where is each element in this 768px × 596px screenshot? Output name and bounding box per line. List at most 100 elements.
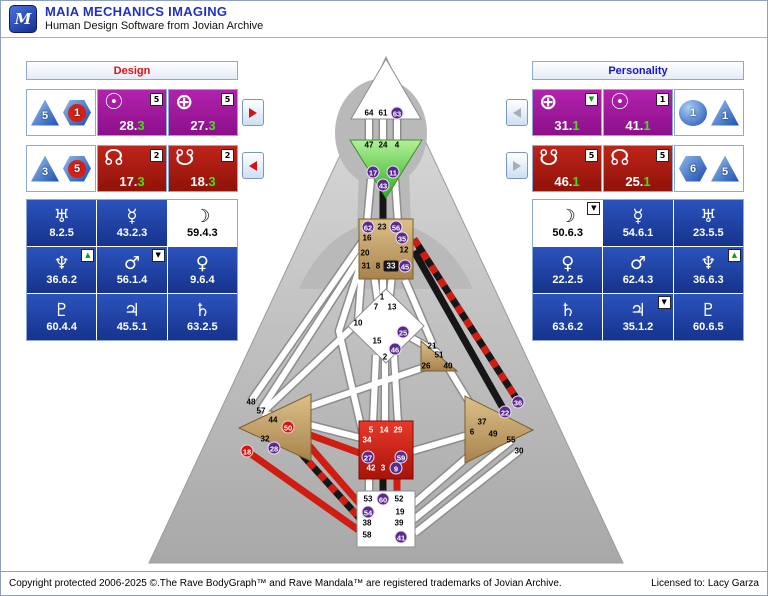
personality-north-node-cell: ☊ 5 25.1 (603, 145, 673, 192)
saturn-icon: ♄ (194, 300, 211, 321)
venus-activation-value: 9.6.4 (190, 274, 215, 286)
triangle-icon: 5 (31, 99, 59, 126)
design-profile-icon-box-2: 3 5 (26, 145, 96, 192)
design-step-forward-button[interactable] (242, 99, 264, 126)
neptune-icon: ♆ (53, 253, 70, 274)
neptune-icon: ♆ (700, 253, 717, 274)
sun-icon: ☉ (104, 90, 124, 115)
left-arrow-icon (513, 107, 521, 118)
south-node-icon: ☋ (539, 146, 559, 171)
triangle-icon-value: 1 (721, 110, 729, 122)
moon-icon: ☽ (194, 206, 211, 227)
fixing-badge: 2 (150, 149, 163, 162)
triangle-icon-value: 3 (41, 166, 49, 178)
personality-node-row: ☋ 5 46.1 ☊ 5 25.1 6 5 (532, 145, 744, 192)
channels-both (295, 237, 521, 525)
personality-step-forward-button[interactable] (506, 152, 528, 179)
planet-cell-jupiter: ♃45.5.1 (97, 294, 167, 340)
design-earth-value: 27.3 (190, 118, 216, 133)
channels-open (248, 97, 521, 536)
venus-activation-value: 22.2.5 (552, 274, 583, 286)
design-planet-grid: ♅8.2.5☿43.2.3☽59.4.3♆36.6.2▲♂56.1.4▼♀9.6… (26, 199, 238, 341)
hexagon-icon: 6 (679, 155, 707, 182)
personality-step-back-button[interactable] (506, 99, 528, 126)
fixing-badge: ▼ (151, 249, 165, 262)
planet-cell-pluto: ♇60.4.4 (27, 294, 97, 340)
personality-sun-cell: ☉ 1 41.1 (603, 89, 673, 136)
root-center (356, 490, 416, 548)
mars-icon: ♂ (123, 253, 141, 274)
head-center (350, 58, 422, 120)
jupiter-icon: ♃ (629, 300, 647, 321)
planet-cell-mars: ♂62.4.3 (603, 247, 673, 293)
ego-center (420, 339, 459, 372)
fixing-badge: ▼ (587, 202, 601, 215)
mars-icon: ♂ (629, 253, 647, 274)
app-header: M MAIA MECHANICS IMAGING Human Design So… (1, 1, 767, 38)
design-sun-cell: ☉ 5 28.3 (97, 89, 167, 136)
mars-activation-value: 62.4.3 (622, 274, 654, 286)
design-step-back-button[interactable] (242, 152, 264, 179)
planet-cell-neptune: ♆36.6.3▲ (673, 247, 743, 293)
planet-cell-uranus: ♅8.2.5 (27, 200, 97, 246)
venus-icon: ♀ (561, 253, 575, 274)
triangle-icon: 3 (31, 155, 59, 182)
planet-cell-saturn: ♄63.2.5 (167, 294, 237, 340)
jupiter-activation-value: 35.1.2 (622, 321, 654, 333)
hexagon-icon-value: 1 (73, 106, 81, 119)
planet-cell-moon: ☽59.4.3 (167, 200, 237, 246)
jupiter-activation-value: 45.5.1 (116, 321, 148, 333)
mercury-activation-value: 54.6.1 (622, 227, 654, 239)
planet-cell-neptune: ♆36.6.2▲ (27, 247, 97, 293)
design-node-row: 3 5 ☊ 2 17.3 ☋ 2 18.3 (26, 145, 238, 192)
design-north-node-cell: ☊ 2 17.3 (97, 145, 167, 192)
personality-sun-row: ⊕ ▼ 31.1 ☉ 1 41.1 1 1 (532, 89, 744, 136)
logo-letter: M (14, 10, 32, 28)
planet-cell-jupiter: ♃35.1.2▼ (603, 294, 673, 340)
uranus-activation-value: 23.5.5 (693, 227, 724, 239)
moon-activation-value: 59.4.3 (187, 227, 218, 239)
design-title: Design (113, 64, 151, 77)
copyright-text: Copyright protected 2006-2025 ©.The Rave… (9, 578, 562, 589)
triangle-icon-value: 5 (41, 110, 49, 122)
design-sun-value: 28.3 (119, 118, 145, 133)
planet-cell-mars: ♂56.1.4▼ (97, 247, 167, 293)
status-bar: Copyright protected 2006-2025 ©.The Rave… (1, 571, 767, 595)
planet-cell-moon: ☽50.6.3 ▼ (533, 200, 603, 246)
planet-cell-uranus: ♅23.5.5 (673, 200, 743, 246)
design-south-node-cell: ☋ 2 18.3 (168, 145, 238, 192)
pluto-activation-value: 60.6.5 (693, 321, 724, 333)
planet-cell-mercury: ☿54.6.1 (603, 200, 673, 246)
fixing-badge: ▼ (585, 93, 598, 106)
planet-cell-venus: ♀22.2.5 (533, 247, 603, 293)
planet-cell-saturn: ♄63.6.2 (533, 294, 603, 340)
fixing-badge: 1 (656, 93, 669, 106)
personality-sun-value: 41.1 (625, 118, 651, 133)
mercury-icon: ☿ (632, 206, 644, 227)
hexagon-icon: 1 (63, 99, 91, 126)
license-text: Licensed to: Lacy Garza (651, 578, 759, 589)
personality-profile-icon-box-2: 6 5 (674, 145, 744, 192)
moon-icon: ☽ (559, 206, 576, 227)
uranus-icon: ♅ (700, 206, 717, 227)
title-block: MAIA MECHANICS IMAGING Human Design Soft… (45, 4, 263, 33)
app-title: MAIA MECHANICS IMAGING (45, 4, 228, 20)
moon-activation-value: 50.6.3 (552, 227, 583, 239)
mercury-icon: ☿ (126, 206, 138, 227)
personality-earth-cell: ⊕ ▼ 31.1 (532, 89, 602, 136)
left-arrow-icon (249, 160, 257, 171)
design-panel-header: Design (26, 61, 238, 80)
sacral-center (358, 420, 414, 480)
personality-planet-grid: ☽50.6.3▼☿54.6.1♅23.5.5♀22.2.5♂62.4.3♆36.… (532, 199, 744, 341)
personality-south-node-cell: ☋ 5 46.1 (532, 145, 602, 192)
mercury-activation-value: 43.2.3 (116, 227, 148, 239)
right-arrow-icon (513, 160, 521, 171)
throat-center (358, 218, 414, 280)
pluto-icon: ♇ (53, 300, 70, 321)
design-panel: Design 5 1 ☉ 5 28.3 ⊕ 5 27.3 (26, 61, 238, 341)
fixing-badge: 2 (221, 149, 234, 162)
fixing-badge: 5 (585, 149, 598, 162)
fixing-badge: ▲ (81, 249, 95, 262)
earth-icon: ⊕ (175, 90, 194, 115)
